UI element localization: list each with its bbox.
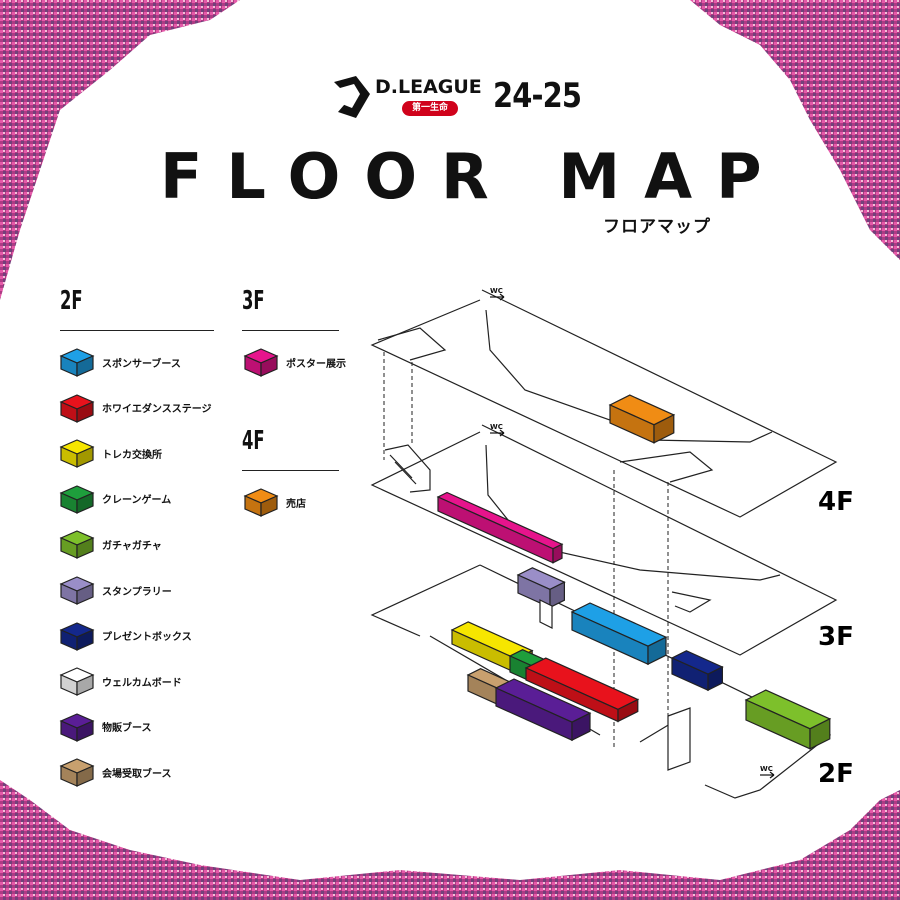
legend-item: 物販ブース	[58, 710, 152, 744]
cube-icon	[243, 348, 279, 377]
legend-divider-2f	[60, 330, 214, 331]
legend-item-label: スタンプラリー	[102, 586, 172, 598]
legend-item-label: ホワイエダンスステージ	[102, 404, 212, 416]
floor-outline-3f	[370, 424, 838, 656]
page-title: FLOOR MAP	[160, 140, 786, 213]
cube-icon	[59, 713, 95, 742]
season-label: 24-25	[493, 76, 582, 116]
legend-item-label: トレカ交換所	[102, 449, 162, 461]
map-box-merch-2f	[494, 678, 592, 742]
legend-item-label: クレーンゲーム	[102, 495, 172, 507]
legend-item: ホワイエダンスステージ	[58, 391, 212, 425]
map-box-stamp-2f	[516, 567, 566, 609]
legend-item-label: スポンサーブース	[102, 358, 181, 370]
legend-item-label: ウェルカムボード	[102, 677, 182, 689]
cube-icon	[59, 621, 95, 651]
legend-item: 会場受取ブース	[58, 755, 172, 789]
legend-divider-3f	[242, 330, 339, 331]
cube-icon	[243, 488, 279, 517]
map-box-sponsor-2f	[570, 602, 668, 666]
legend-item: ウェルカムボード	[58, 664, 182, 698]
legend-item: クレーンゲーム	[58, 482, 171, 516]
legend-item-label: ガチャガチャ	[102, 540, 162, 552]
map-box-poster-3f	[436, 491, 564, 564]
floor-outline-4f	[370, 289, 838, 518]
map-box-gacha-2f	[744, 689, 832, 750]
cube-icon	[59, 348, 95, 377]
legend-heading-2f: 2F	[60, 286, 83, 316]
cube-icon	[59, 485, 95, 514]
wc-label-4f: WC	[490, 287, 503, 295]
map-floor-label-4f: 4F	[818, 487, 854, 517]
legend-item-label: 売店	[286, 498, 306, 510]
map-box-stage-2f	[524, 657, 640, 723]
legend-heading-4f: 4F	[242, 426, 265, 456]
legend-item-label: 物販ブース	[102, 723, 152, 735]
map-box-shop-4f	[608, 394, 676, 444]
legend-divider-4f	[242, 470, 339, 471]
legend-item: プレゼントボックス	[58, 619, 192, 653]
cube-icon	[59, 667, 95, 697]
legend-item: スポンサーブース	[58, 345, 181, 379]
map-floor-label-2f: 2F	[818, 759, 854, 789]
legend-item: 売店	[242, 485, 306, 519]
legend-item: トレカ交換所	[58, 436, 162, 470]
floor-outline-2f	[370, 564, 481, 637]
cube-icon	[59, 530, 95, 560]
legend-item: ガチャガチャ	[58, 527, 162, 561]
map-welcome-board-2f	[539, 599, 691, 771]
legend-item-label: 会場受取ブース	[102, 768, 172, 780]
cube-icon	[59, 758, 95, 788]
cube-icon	[59, 576, 95, 605]
sponsor-badge: 第一生命	[402, 101, 458, 116]
map-floor-label-3f: 3F	[818, 622, 854, 652]
cube-icon	[59, 439, 95, 469]
legend-item: ポスター展示	[242, 345, 346, 379]
brand-name: D.LEAGUE	[375, 76, 482, 98]
map-box-present-2f	[670, 650, 724, 692]
legend-heading-3f: 3F	[242, 286, 265, 316]
cube-icon	[59, 393, 95, 423]
page-subtitle: フロアマップ	[603, 217, 711, 237]
wc-label-3f: WC	[490, 423, 503, 431]
wc-label-2f: WC	[760, 765, 773, 773]
legend-item-label: ポスター展示	[286, 358, 346, 370]
dleague-logo-icon	[334, 76, 370, 118]
legend-item: スタンプラリー	[58, 573, 172, 607]
legend-item-label: プレゼントボックス	[102, 632, 192, 644]
